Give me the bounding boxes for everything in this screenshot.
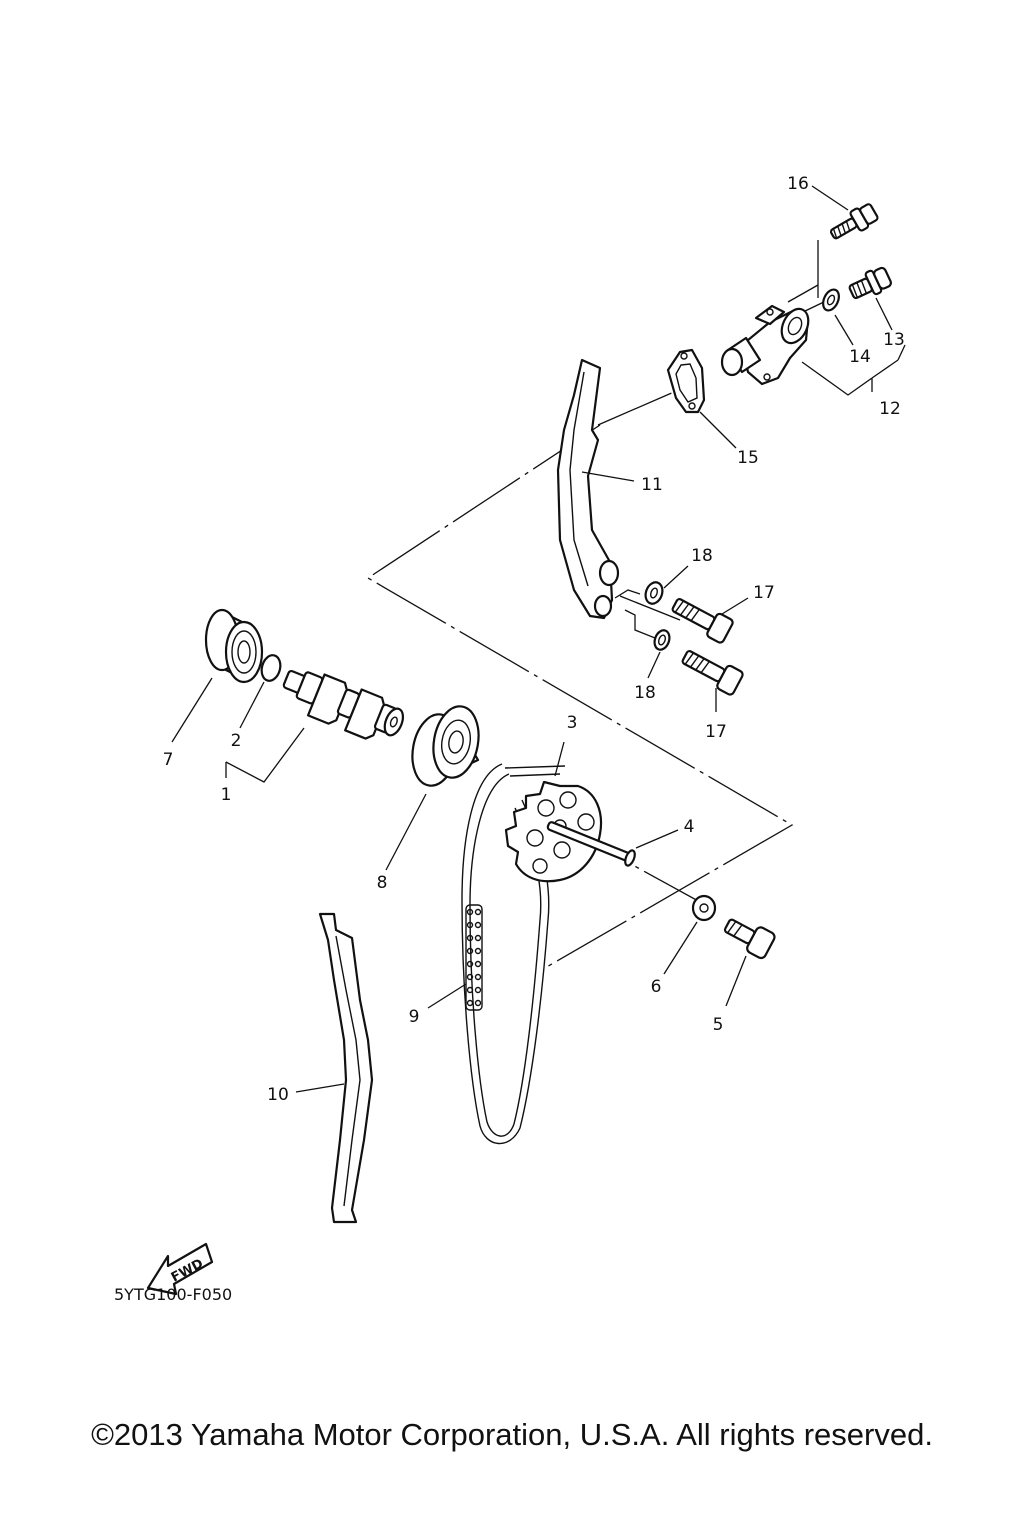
bolt-5	[723, 918, 776, 960]
copyright-notice: ©2013 Yamaha Motor Corporation, U.S.A. A…	[91, 1417, 933, 1452]
washer-18-upper	[644, 581, 664, 605]
camshaft-1	[282, 669, 405, 740]
dowel-pin-4	[546, 821, 636, 867]
leader-lines	[171, 185, 906, 1093]
plug-bolt-13	[848, 266, 892, 300]
callout-7: 7	[163, 750, 174, 770]
chain-guide-11	[556, 358, 620, 620]
callout-12: 12	[879, 399, 901, 419]
callout-10: 10	[267, 1085, 289, 1105]
callout-15: 15	[737, 448, 759, 468]
callout-1: 1	[221, 785, 232, 805]
reference-frame	[366, 424, 794, 969]
callout-2: 2	[231, 731, 242, 751]
flange-bolt-16	[829, 203, 879, 240]
callout-4: 4	[684, 817, 695, 837]
tensioner-gasket-15	[666, 348, 706, 414]
washer-18-lower	[653, 629, 671, 651]
callout-17-lower: 17	[705, 722, 727, 742]
bearing-7	[204, 608, 264, 684]
callout-18-upper: 18	[691, 546, 713, 566]
washer-6	[691, 894, 717, 922]
callout-labels: 1 2 3 4 5 6 7 8 9 10 11 12 13 14 15 16 1…	[163, 174, 905, 1105]
callout-9: 9	[409, 1007, 420, 1027]
callout-13: 13	[883, 330, 905, 350]
bearing-8	[411, 705, 480, 787]
drawing-code: 5YTG100-F050	[114, 1285, 232, 1304]
callout-17-upper: 17	[753, 583, 775, 603]
callout-3: 3	[567, 713, 578, 733]
chain-links	[465, 904, 483, 1011]
circlip-2	[260, 654, 282, 682]
callout-14: 14	[849, 347, 871, 367]
bolt-17-upper	[671, 598, 734, 644]
chain-guide-10	[318, 912, 374, 1224]
callout-11: 11	[641, 475, 663, 495]
washer-14	[822, 288, 840, 312]
callout-5: 5	[713, 1015, 724, 1035]
cam-chain-9	[461, 763, 566, 1145]
cam-chain-tensioner-12	[720, 304, 810, 386]
bolt-17-lower	[681, 650, 744, 696]
callout-16: 16	[787, 174, 809, 194]
callout-18-lower: 18	[634, 683, 656, 703]
callout-8: 8	[377, 873, 388, 893]
callout-6: 6	[651, 977, 662, 997]
